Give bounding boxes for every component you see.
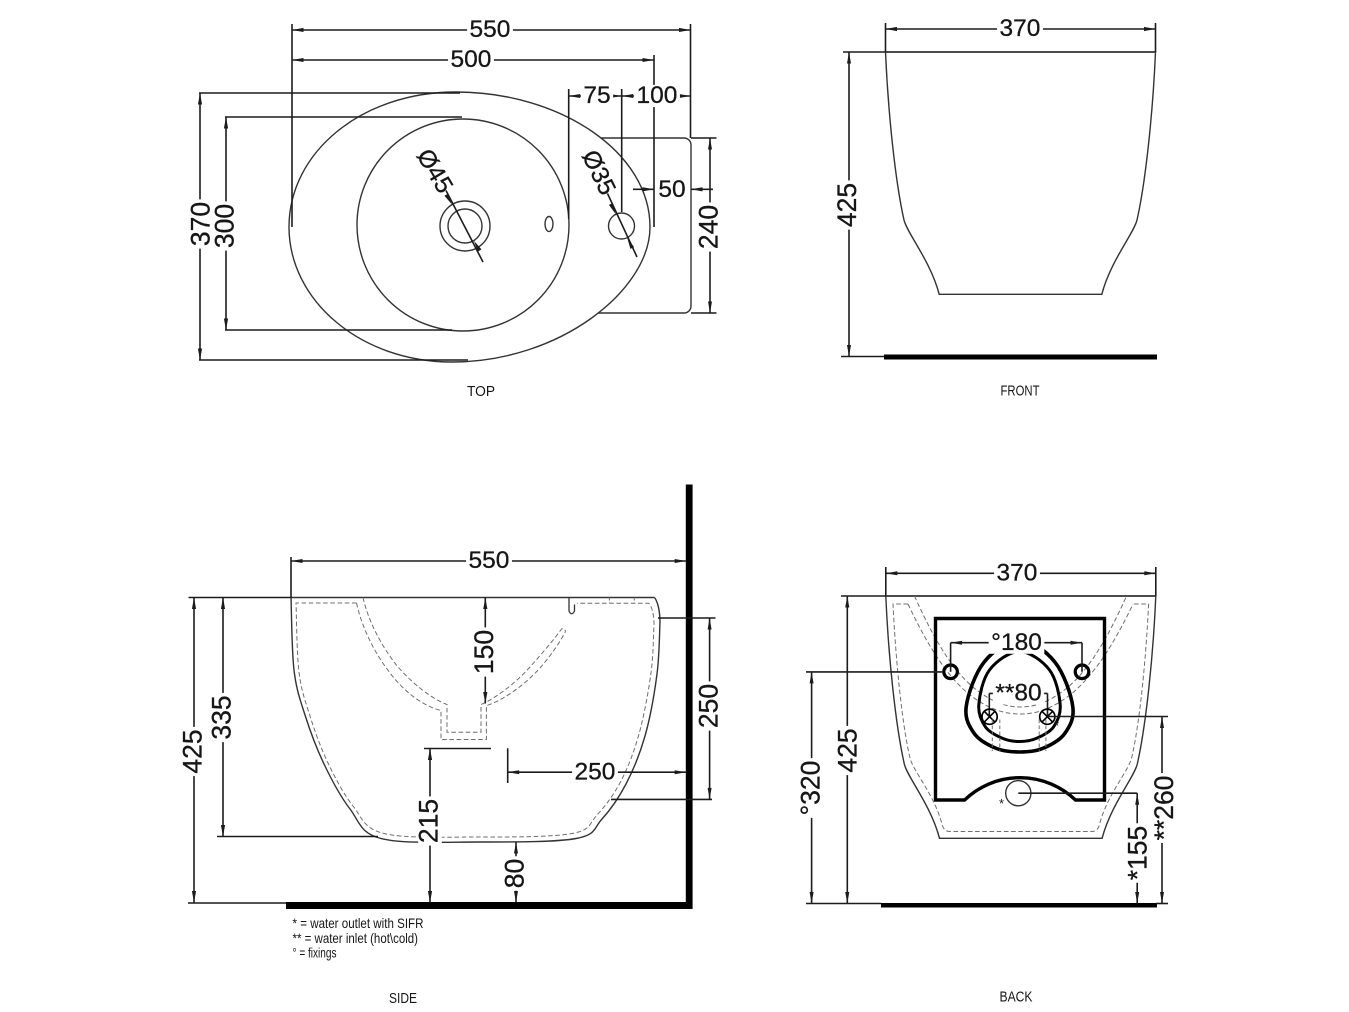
svg-text:500: 500 [451,46,492,73]
svg-text:300: 300 [210,204,240,248]
svg-text:TOP: TOP [467,384,495,400]
svg-text:SIDE: SIDE [389,991,417,1007]
svg-text:335: 335 [207,695,237,739]
svg-text:250: 250 [575,758,616,785]
svg-text:50: 50 [658,176,685,203]
svg-text:215: 215 [414,799,444,843]
svg-text:FRONT: FRONT [1001,384,1040,400]
svg-text:150: 150 [469,630,499,674]
svg-text:**260: **260 [1149,776,1179,841]
svg-text:* = water outlet with SIFR: * = water outlet with SIFR [293,915,424,931]
svg-text:370: 370 [1000,15,1041,42]
svg-text:425: 425 [832,183,862,227]
svg-text:*: * [999,796,1004,811]
svg-text:240: 240 [694,205,724,249]
svg-text:550: 550 [469,547,510,574]
svg-text:*: * [1054,718,1059,733]
svg-text:550: 550 [470,16,511,43]
svg-text:**80: **80 [995,680,1041,707]
svg-text:250: 250 [693,684,723,728]
svg-text:80: 80 [500,859,530,888]
svg-text:425: 425 [178,729,208,773]
svg-text:75: 75 [583,82,610,109]
svg-text:BACK: BACK [1000,990,1033,1006]
svg-text:°180: °180 [991,629,1042,656]
svg-text:370: 370 [997,559,1038,586]
svg-text:370: 370 [186,202,216,246]
svg-text:° = fixings: ° = fixings [293,945,337,961]
svg-text:** = water inlet (hot\cold): ** = water inlet (hot\cold) [293,930,419,946]
svg-text:425: 425 [833,728,863,772]
svg-text:100: 100 [637,82,678,109]
svg-text:°320: °320 [795,761,825,816]
svg-text:*155: *155 [1122,826,1152,881]
